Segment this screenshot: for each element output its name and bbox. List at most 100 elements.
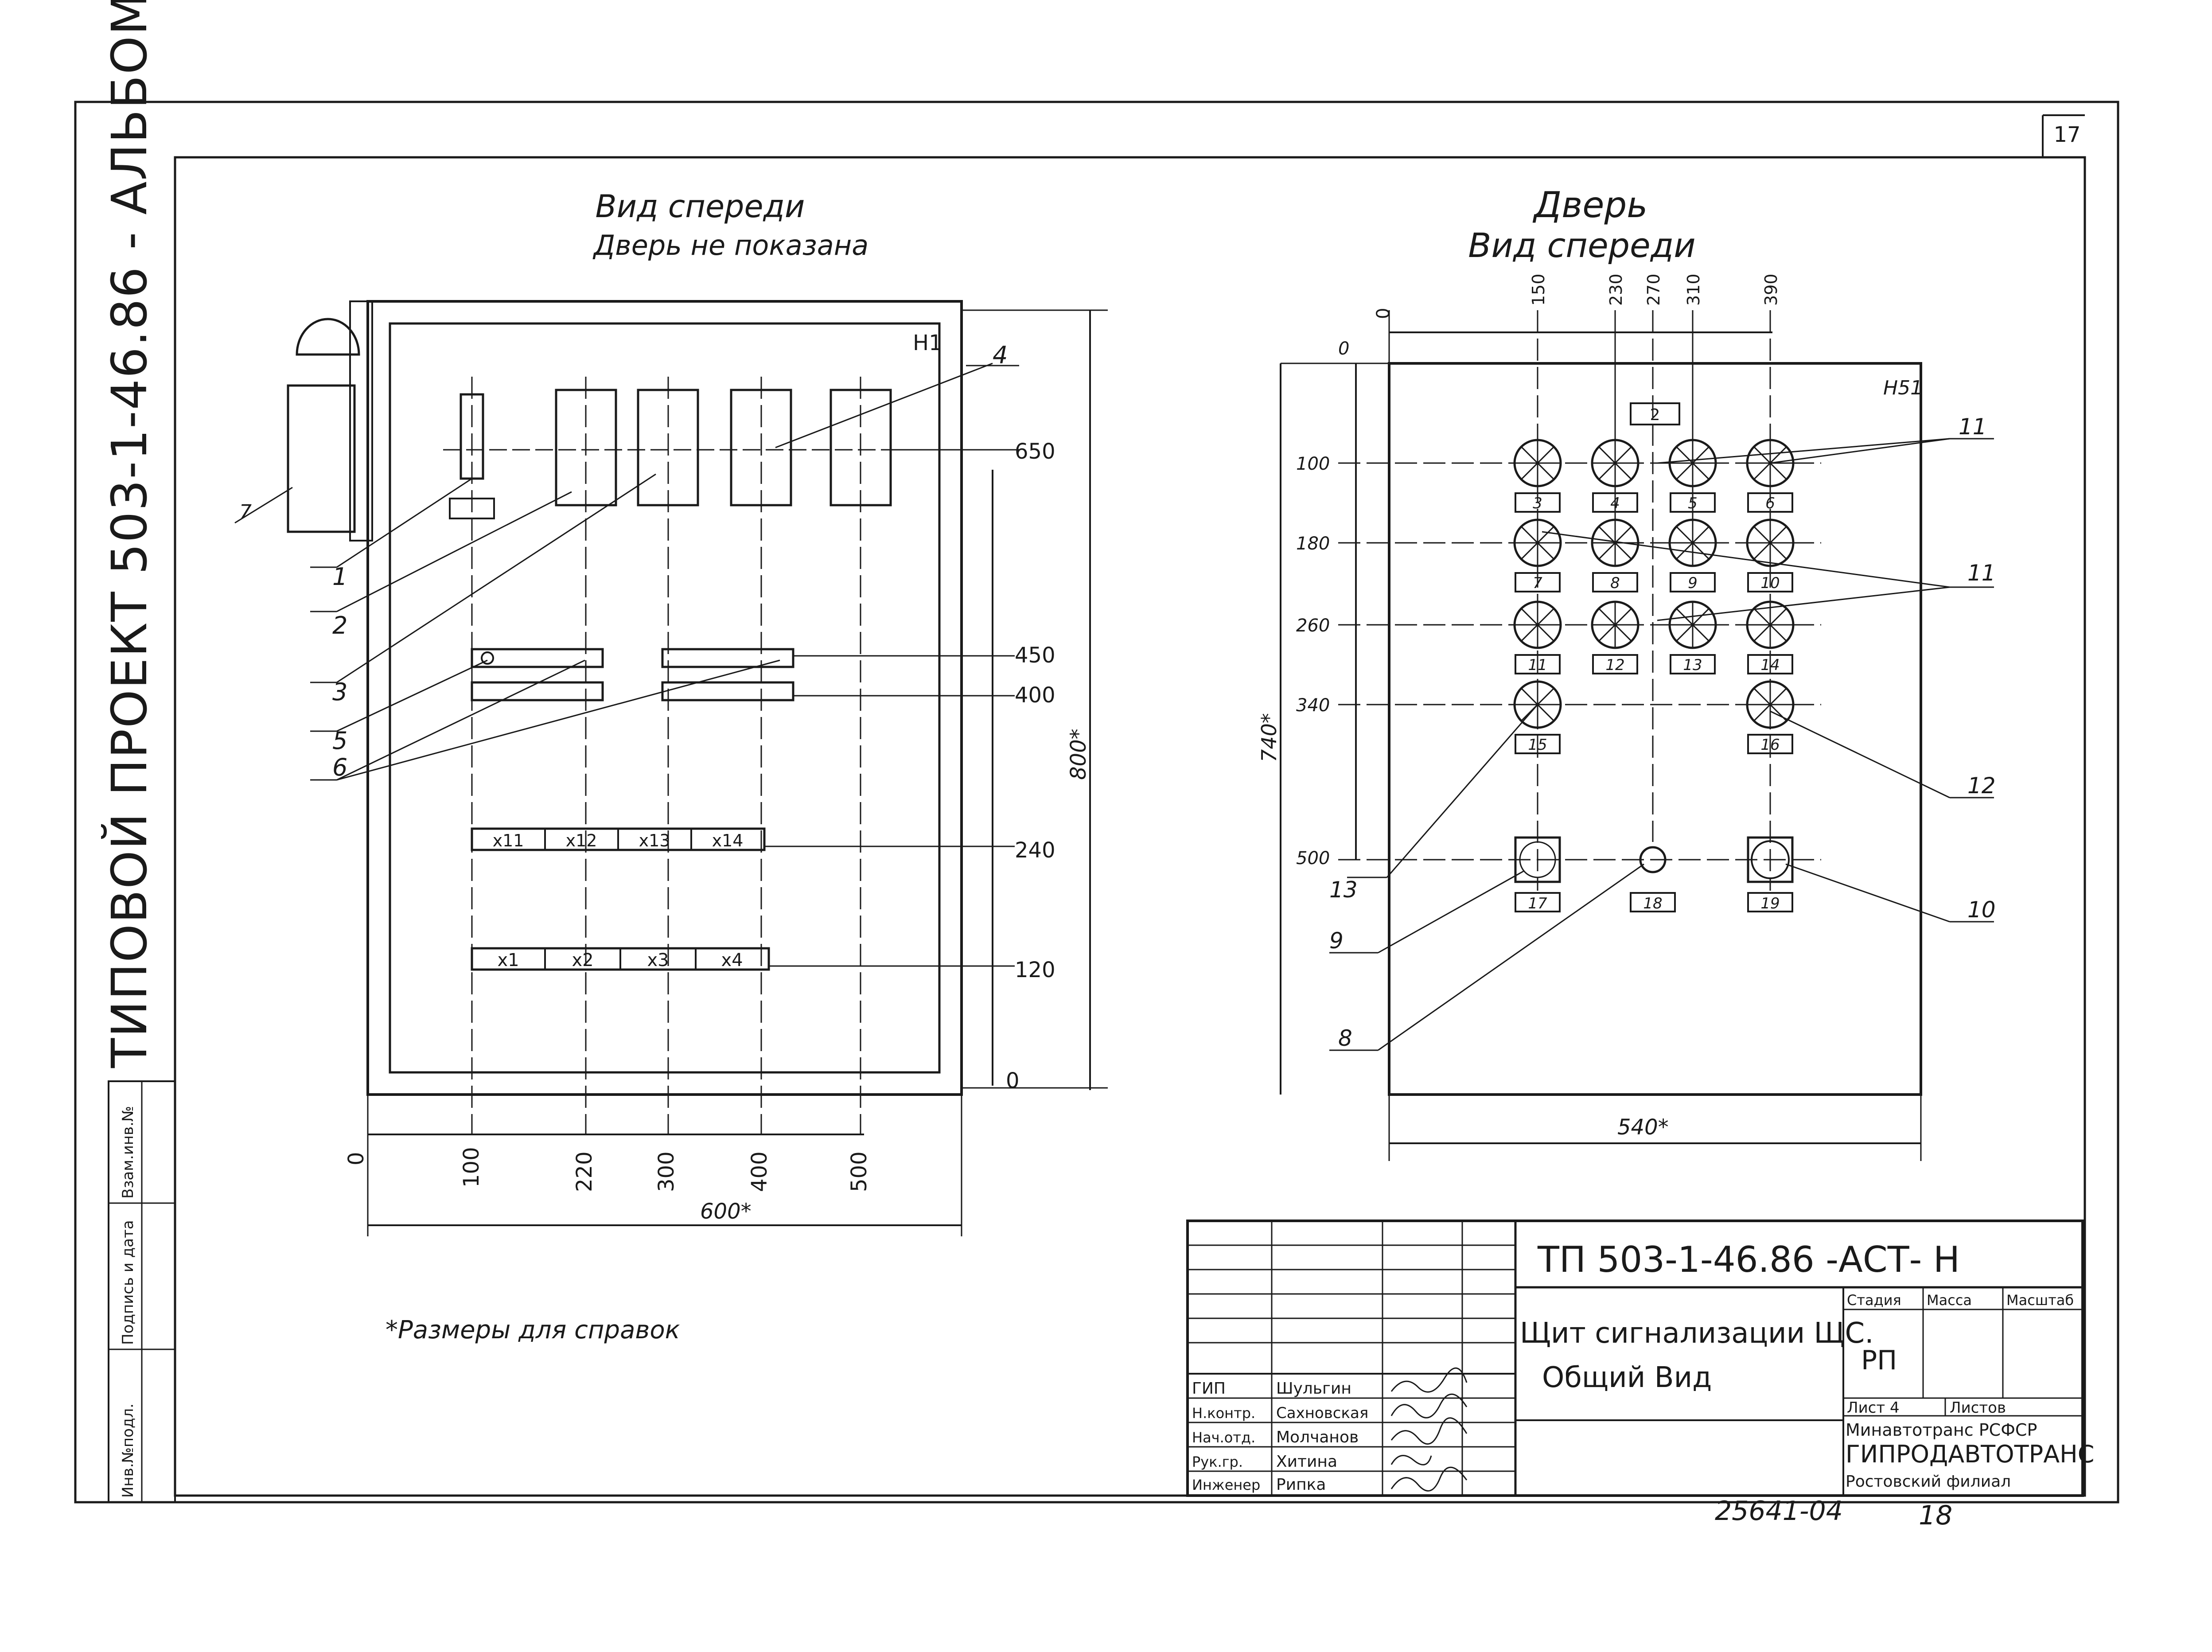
lamp-label-frame xyxy=(1515,572,1561,592)
lamp-label-frame xyxy=(1515,734,1561,754)
tb-staff-name-5: Рипка xyxy=(1276,1476,1326,1494)
door-left-dim-0: 0 xyxy=(1338,339,1349,359)
tb-org-2: ГИПРОДАВТОТРАНС xyxy=(1846,1440,2094,1468)
front-leaders xyxy=(234,362,1019,781)
terminal-strip-upper xyxy=(471,827,1015,851)
lamp-label-frame xyxy=(1747,734,1793,754)
tb-staff-role-2: Н.контр. xyxy=(1192,1405,1255,1422)
lamp-icon xyxy=(1668,439,1717,487)
lamp-label-frame xyxy=(1592,492,1638,513)
door-callout-12: 12 xyxy=(1967,773,1996,799)
door-overall-width: 540* xyxy=(1617,1115,1669,1140)
lamp-icon xyxy=(1513,439,1562,487)
tb-header-mass: Масса xyxy=(1927,1292,1972,1309)
sheet-frame xyxy=(74,101,2119,1504)
front-vdim-120: 120 xyxy=(1015,958,1055,982)
tb-staff-role-1: ГИП xyxy=(1192,1379,1226,1398)
front-hdim-100: 100 xyxy=(459,1147,484,1188)
terminal-x13: x13 xyxy=(639,831,670,850)
front-panel-code: Н1 xyxy=(913,331,942,355)
door-callout-13: 13 xyxy=(1329,877,1358,903)
tb-org-3: Ростовский филиал xyxy=(1846,1473,2011,1491)
lamp-label: 7 xyxy=(1533,574,1542,592)
door-left-dim-260: 260 xyxy=(1296,616,1330,636)
tb-header-stage: Стадия xyxy=(1847,1292,1901,1309)
side-stamp-sign: Подпись и дата xyxy=(119,1220,137,1345)
tb-org-1: Минавтотранс РСФСР xyxy=(1846,1420,2037,1440)
terminal-x11: x11 xyxy=(493,831,524,850)
tb-header-scale: Масштаб xyxy=(2006,1292,2074,1309)
lamp-label-frame xyxy=(1670,654,1716,674)
door-left-dim-100: 100 xyxy=(1296,454,1330,474)
door-leaders xyxy=(1329,438,1994,1051)
door-title: Дверь xyxy=(1533,184,1648,226)
tb-staff-name-4: Хитина xyxy=(1276,1453,1337,1471)
signatures xyxy=(1390,1368,1468,1492)
front-vdim-450: 450 xyxy=(1015,643,1055,668)
door-label-17: 17 xyxy=(1528,895,1547,912)
door-callout-11a: 11 xyxy=(1959,414,1987,440)
door-panel xyxy=(1280,310,1922,1161)
door-top-dim-0: 0 xyxy=(1373,308,1394,319)
door-lamps xyxy=(1513,439,1795,729)
front-hdim-500: 500 xyxy=(847,1151,872,1192)
tb-sheets: Листов xyxy=(1950,1399,2006,1417)
tb-staff-role-3: Нач.отд. xyxy=(1192,1429,1255,1446)
door-overall-height: 740* xyxy=(1257,713,1281,762)
side-stamp-inv: Инв.№подл. xyxy=(119,1403,137,1498)
side-title: ТИПОВОЙ ПРОЕКТ 503-1-46.86 - АЛЬБОМ IV xyxy=(101,0,158,1068)
lamp-label-frame xyxy=(1747,492,1793,513)
sheet-number: 17 xyxy=(2053,122,2080,147)
lamp-label: 10 xyxy=(1760,574,1780,592)
lamp-icon xyxy=(1513,600,1562,649)
lamp-icon xyxy=(1591,600,1640,649)
lamp-label-frame xyxy=(1515,654,1561,674)
lamp-icon xyxy=(1513,518,1562,567)
door-panel-code: Н51 xyxy=(1883,377,1923,399)
front-hdim-0: 0 xyxy=(344,1152,369,1165)
front-vdim-240: 240 xyxy=(1015,838,1055,863)
front-vertical-dim xyxy=(891,309,1108,1090)
door-left-dim-500: 500 xyxy=(1296,848,1330,869)
lamp-label: 8 xyxy=(1610,574,1620,592)
lamp-label-frame xyxy=(1670,492,1716,513)
front-callout-6: 6 xyxy=(332,753,347,781)
front-callout-3: 3 xyxy=(332,678,347,706)
front-vdim-650: 650 xyxy=(1015,439,1055,464)
door-callout-9: 9 xyxy=(1329,928,1344,954)
lamp-label: 15 xyxy=(1528,736,1547,754)
front-devices xyxy=(443,377,1019,1134)
front-callout-1: 1 xyxy=(332,563,347,591)
lamp-label: 11 xyxy=(1528,656,1547,674)
terminal-x12: x12 xyxy=(566,831,597,850)
terminal-strip-lower xyxy=(471,947,1015,971)
lamp-label: 13 xyxy=(1683,656,1702,674)
tb-staff-role-5: Инженер xyxy=(1192,1477,1260,1493)
front-hdim-300: 300 xyxy=(654,1151,679,1192)
front-hdim-400: 400 xyxy=(747,1151,772,1192)
front-view-title: Вид спереди xyxy=(596,188,805,225)
switch-icon xyxy=(1747,836,1794,883)
terminal-x1: x1 xyxy=(497,950,519,970)
lamp-label: 12 xyxy=(1605,656,1624,674)
terminal-x4: x4 xyxy=(721,950,743,970)
side-stamp-replace: Взам.инв.№ xyxy=(119,1106,137,1199)
tb-name-1: Щит сигнализации ЩС. xyxy=(1520,1317,1874,1350)
terminal-x3: x3 xyxy=(647,950,669,970)
door-top-dim-230: 230 xyxy=(1606,273,1626,306)
lamp-label: 4 xyxy=(1610,495,1620,512)
lamp-icon xyxy=(1746,600,1795,649)
lamp-icon xyxy=(1591,518,1640,567)
front-overall-width: 600* xyxy=(700,1199,752,1224)
mount-box xyxy=(287,384,356,533)
door-subtitle: Вид спереди xyxy=(1468,226,1695,265)
front-horizontal-dim xyxy=(367,1095,962,1236)
door-top-dim-390: 390 xyxy=(1761,273,1781,306)
terminal-x2: x2 xyxy=(572,950,593,970)
front-callout-7: 7 xyxy=(239,501,252,523)
lamp-label: 3 xyxy=(1533,495,1542,512)
front-vdim-0: 0 xyxy=(1006,1068,1020,1093)
button-icon xyxy=(1514,836,1561,883)
